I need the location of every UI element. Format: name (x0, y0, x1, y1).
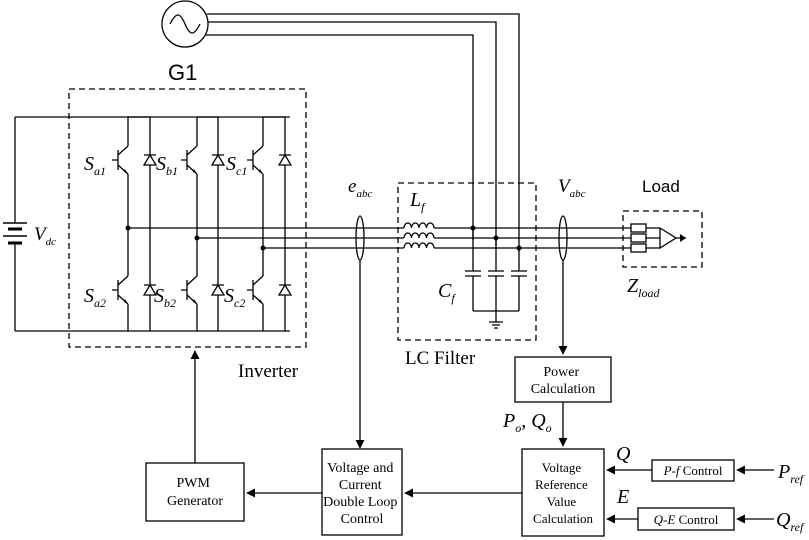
p-ref-label: Pref (777, 461, 805, 486)
switch-group (112, 145, 293, 305)
switch-label-sc2: Sc2 (224, 285, 245, 310)
grid-line-c (205, 34, 474, 240)
igbt-switch-sb1 (181, 145, 226, 175)
e-abc-label: eabc (348, 176, 372, 200)
node-b (194, 235, 200, 241)
load-label: Load (642, 177, 680, 196)
grid-line-b (208, 21, 497, 246)
power-calculation-block (514, 356, 612, 403)
switch-label-sa1: Sa1 (84, 153, 106, 178)
grid-line-a (207, 13, 520, 252)
switch-label-sa2: Sa2 (84, 285, 106, 310)
inverter-label: Inverter (238, 361, 299, 382)
dc-battery-icon (3, 222, 27, 245)
power-calculation-text: Power Calculation (531, 365, 596, 397)
igbt-switch-sc1 (247, 145, 293, 175)
capacitor-icons (465, 225, 527, 329)
node-c (260, 245, 266, 251)
qe-control-text: Q-E Control (654, 512, 719, 527)
lf-label: Lf (409, 189, 426, 214)
switch-labels: Sa1 Sb1 Sc1 Sa2 Sb2 Sc2 (84, 153, 247, 310)
pwm-generator-block (145, 462, 245, 522)
voltage-reference-text: Voltage Reference Value Calculation (533, 460, 593, 526)
q-ref-label: Qref (776, 509, 805, 534)
source-label: G1 (168, 60, 197, 85)
node-a (125, 225, 131, 231)
e-label: E (616, 486, 629, 508)
voltage-current-loop-block (321, 448, 403, 536)
igbt-switch-sa2 (112, 275, 158, 305)
ac-source-circle (161, 0, 209, 48)
pwm-generator-text: PWM Generator (167, 476, 223, 509)
diode-rails (128, 116, 286, 331)
igbt-switch-sb2 (181, 275, 226, 305)
voltage-current-loop-text: Voltage and Current Double Loop Control (323, 461, 401, 527)
ac-source (161, 0, 209, 48)
inductor-icons (403, 222, 435, 254)
lc-filter-label: LC Filter (405, 348, 476, 369)
igbt-switch-sc2 (247, 275, 293, 305)
load-boundary (622, 210, 703, 268)
lc-filter-boundary (397, 182, 537, 341)
igbt-switch-sa1 (112, 145, 158, 175)
switch-label-sb1: Sb1 (156, 153, 178, 178)
load-impedance-icons (630, 223, 686, 253)
v-abc-label: Vabc (558, 176, 586, 200)
voltage-reference-block (521, 448, 605, 537)
ground-icon (489, 321, 503, 329)
q-label: Q (616, 443, 631, 465)
switch-label-sb2: Sb2 (154, 285, 176, 310)
cf-label: Cf (438, 280, 456, 305)
switch-label-sc1: Sc1 (226, 153, 247, 178)
sine-wave-icon (169, 14, 201, 34)
po-qo-label: Po, Qo (502, 410, 552, 435)
dc-voltage-label: Vdc (34, 224, 56, 248)
inverter-boundary (68, 88, 307, 348)
pf-control-text: P-f Control (663, 463, 723, 478)
z-load-label: Zload (627, 275, 660, 300)
